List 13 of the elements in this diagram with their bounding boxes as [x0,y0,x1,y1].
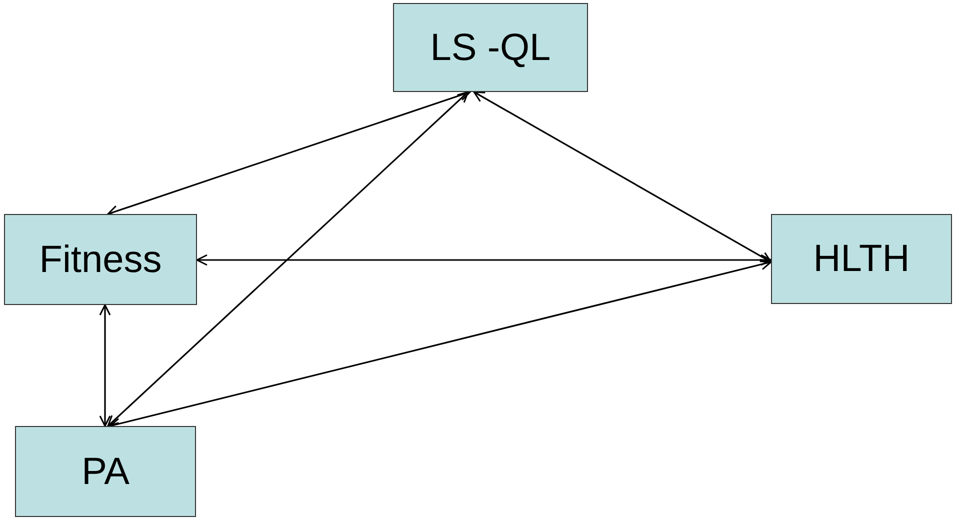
variable-box [771,214,952,304]
arrow [107,91,469,427]
variable-box [15,426,196,517]
variable-box [393,3,588,92]
variable-label: Fitness [39,240,162,278]
variable-label: HLTH [813,240,910,278]
variable-box [4,214,197,305]
arrow [107,90,471,216]
arrow [196,254,772,266]
arrow [99,304,111,427]
variable-label: PA [82,452,130,490]
variable-label: LS -QL [430,28,551,66]
arrow [473,91,772,263]
